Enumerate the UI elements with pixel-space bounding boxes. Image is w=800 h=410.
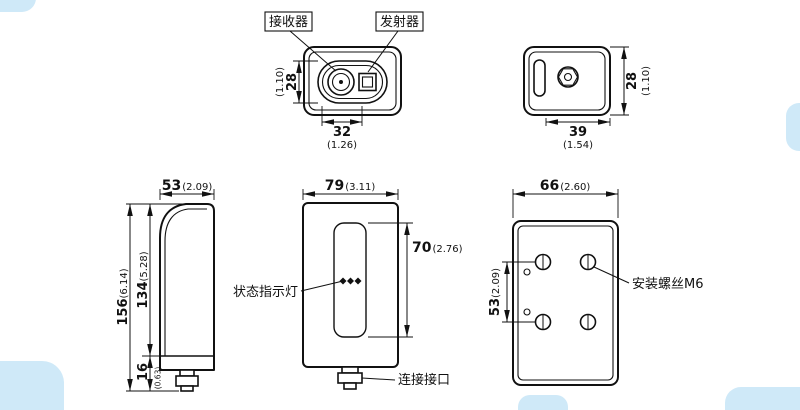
mounting-screw-leader-line bbox=[593, 266, 630, 284]
front-width-dim-text: 79(3.11) bbox=[325, 178, 376, 194]
receiver-lens-center bbox=[339, 80, 343, 84]
front-connector-tip bbox=[343, 382, 357, 390]
back-width-mm: 66 bbox=[540, 178, 559, 194]
transmitter-leader-line bbox=[367, 30, 399, 73]
small-hole bbox=[523, 268, 531, 276]
mounting-screw-label: 安装螺丝M6 bbox=[632, 277, 704, 292]
head-rear-height-in: (1.10) bbox=[641, 66, 652, 96]
back-width-dim-text: 66(2.60) bbox=[540, 178, 591, 194]
front-window-height-mm: 70 bbox=[412, 240, 432, 256]
transmitter-window-outer bbox=[358, 72, 377, 92]
front-window-height-in: (2.76) bbox=[432, 244, 462, 255]
side-connector-tip bbox=[180, 385, 194, 392]
back-screw-spacing-mm: 53 bbox=[488, 298, 503, 316]
receiver-label: 接收器 bbox=[269, 14, 308, 30]
side-view-inner-edge bbox=[164, 208, 207, 356]
side-width-dim-text: 53(2.09) bbox=[162, 178, 213, 194]
connector-leader-line bbox=[361, 377, 396, 381]
head-top-height-in: (1.10) bbox=[275, 67, 286, 97]
receiver-lens-inner bbox=[331, 72, 351, 92]
head-rear-width-in: (1.54) bbox=[563, 140, 593, 151]
screw-hex-nut bbox=[557, 68, 579, 86]
accent-bottom-left bbox=[0, 361, 64, 410]
head-rear-width-mm: 39 bbox=[569, 125, 587, 140]
front-window-height-text: 70(2.76) bbox=[412, 240, 463, 256]
receiver-leader-line bbox=[289, 30, 337, 72]
accent-bottom-center bbox=[518, 395, 568, 410]
side-total-height-in: (6.14) bbox=[119, 268, 130, 298]
status-led bbox=[347, 277, 354, 285]
front-view-outline bbox=[302, 202, 399, 368]
transmitter-window-inner bbox=[361, 76, 374, 88]
head-top-inner-edge bbox=[308, 51, 397, 111]
side-total-height-mm: 156 bbox=[116, 298, 131, 325]
back-view-outline bbox=[512, 220, 619, 386]
side-view: 53(2.09) 156(6.14) 134(5.28) 16 (0.63) bbox=[116, 178, 215, 392]
side-width-mm: 53 bbox=[162, 178, 181, 194]
side-total-height-text: 156(6.14) bbox=[116, 268, 131, 325]
screw-center bbox=[563, 72, 573, 82]
screw-head-circle bbox=[557, 66, 579, 88]
head-top-view: 接收器 发射器 28 (1.10) 32 (1.26) bbox=[264, 11, 424, 151]
head-top-width-mm: 32 bbox=[333, 125, 351, 140]
front-width-mm: 79 bbox=[325, 178, 344, 194]
connector-label: 连接接口 bbox=[398, 372, 450, 388]
accent-top-left bbox=[0, 0, 36, 12]
back-view: 66(2.60) 53(2.09) 安装螺丝M6 bbox=[488, 178, 704, 386]
head-top-height-mm: 28 bbox=[285, 73, 300, 91]
head-rear-view: 28 (1.10) 39 (1.54) bbox=[523, 46, 652, 151]
status-light-label: 状态指示灯 bbox=[233, 285, 298, 300]
indicator-window bbox=[333, 222, 367, 338]
side-body-height-mm: 134 bbox=[136, 281, 151, 308]
front-connector-neck bbox=[341, 366, 359, 374]
head-top-width-in: (1.26) bbox=[327, 140, 357, 151]
accent-right-edge bbox=[786, 103, 800, 151]
side-base-height-mm: 16 bbox=[136, 363, 151, 381]
head-rear-inner-edge bbox=[528, 51, 606, 111]
side-connector-nut bbox=[175, 375, 199, 387]
back-view-inner-edge bbox=[517, 225, 614, 381]
small-hole bbox=[523, 308, 531, 316]
accent-bottom-right bbox=[725, 387, 800, 410]
head-rear-height-mm: 28 bbox=[625, 72, 640, 90]
mounting-slot bbox=[533, 59, 546, 97]
optical-window-inner bbox=[321, 64, 384, 100]
side-body-height-text: 134(5.28) bbox=[136, 251, 151, 308]
back-width-in: (2.60) bbox=[560, 182, 590, 193]
back-screw-spacing-text: 53(2.09) bbox=[488, 268, 503, 316]
side-view-outline bbox=[159, 203, 215, 371]
front-view: 79(3.11) 70(2.76) 状态指示灯 连接接口 bbox=[233, 178, 463, 390]
side-width-in: (2.09) bbox=[182, 182, 212, 193]
side-connector-neck bbox=[179, 369, 195, 377]
status-light-leader-line bbox=[300, 280, 344, 292]
front-connector-nut bbox=[337, 372, 363, 384]
front-width-in: (3.11) bbox=[345, 182, 375, 193]
back-screw-spacing-in: (2.09) bbox=[491, 268, 502, 298]
status-led bbox=[354, 277, 362, 285]
side-body-height-in: (5.28) bbox=[139, 251, 150, 281]
transmitter-label-box bbox=[375, 11, 424, 32]
receiver-label-box bbox=[264, 11, 313, 32]
side-base-height-in: (0.63) bbox=[154, 367, 163, 390]
transmitter-label: 发射器 bbox=[380, 14, 419, 30]
